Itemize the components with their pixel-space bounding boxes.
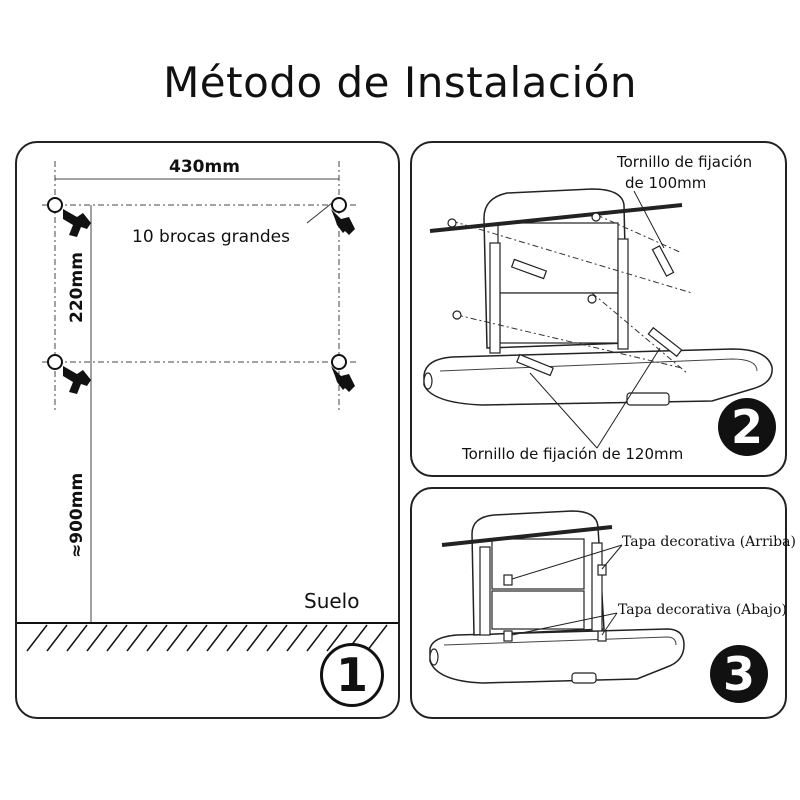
step-1-badge: 1 [320,643,384,707]
screw-100-label-line1: Tornillo de fijación [617,153,753,171]
side-button [423,372,433,390]
floor-label: Suelo [304,589,360,613]
leader-lines [529,190,665,449]
screws [510,245,683,377]
lower-wall-panel [499,292,619,344]
right-rail [591,542,603,632]
step-3-drawing [429,510,685,684]
cap-bottom-left [503,630,513,642]
screw-paths [451,214,693,374]
screw-120mm [516,353,554,377]
anchors [447,212,601,320]
step-2-drawing [423,188,773,449]
upper-wall-panel [497,222,619,294]
left-rail [489,242,501,354]
cap-bottom-label: Tapa decorativa (Abajo) [618,602,787,618]
screw-100mm [510,258,548,280]
top-bar [429,203,683,233]
step-2-badge: 2 [718,398,776,456]
step-1-drawing [17,161,398,652]
drill-hole-top-right [331,197,347,213]
drill-label-leader [306,202,333,224]
step-3-panel: Tapa decorativa (Arriba) Tapa decorativa… [410,487,796,719]
width-dimension-label: 430mm [169,157,240,177]
changing-table-base [429,628,685,684]
cap-bottom-right [597,630,607,642]
screw-120mm [647,326,683,358]
decorative-caps [503,564,607,642]
leader-lines [511,544,623,636]
drill-hole-bottom-left [47,354,63,370]
screw-120-label: Tornillo de fijación de 120mm [462,445,684,463]
drill-icon [331,209,355,235]
floor-hatching [26,624,388,652]
left-rail [479,546,491,636]
page-title: Método de Instalación [163,58,637,107]
drill-hole-bottom-right [331,354,347,370]
screw-100-label-line2: de 100mm [625,174,707,192]
drill-hole-top-left [47,197,63,213]
right-rail [617,238,629,350]
drill-icon [63,366,91,394]
tray-inner-edge [439,358,758,372]
drill-label: 10 brocas grandes [132,227,290,247]
screw-100mm [651,245,675,277]
height-dimension-label: 220mm [67,252,87,323]
front-latch [571,672,597,684]
step-2-panel: Tornillo de fijación de 100mm Tornillo d… [410,141,787,477]
top-bar [441,525,613,547]
cap-top-label: Tapa decorativa (Arriba) [622,534,796,550]
drill-icon [63,209,91,237]
cap-top-left [503,574,513,586]
side-button [429,648,439,666]
drill-icons [63,209,355,394]
front-latch [626,392,670,406]
changing-table-base [423,348,773,406]
floor-height-label: ≈900mm [67,472,87,558]
step-1-panel: 430mm 220mm ≈900mm 10 brocas grandes Sue… [15,141,400,719]
cap-top-right [597,564,607,576]
tray-inner-edge [443,636,677,646]
drill-icon [331,366,355,392]
step-3-badge: 3 [710,645,768,703]
